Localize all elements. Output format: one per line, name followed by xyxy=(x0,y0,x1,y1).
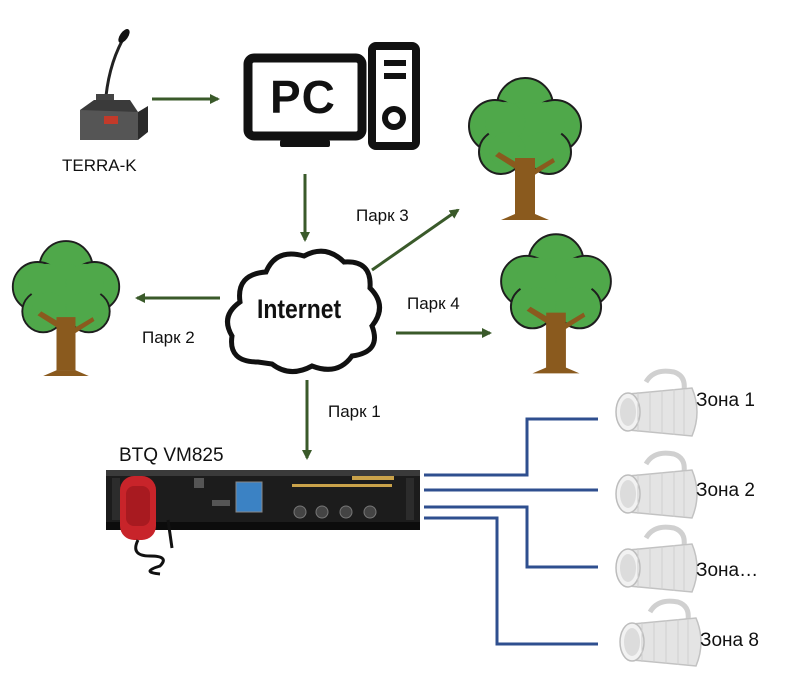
park1-label: Парк 1 xyxy=(328,402,381,421)
internet-label: Internet xyxy=(257,294,342,324)
zone1-label: Зона 1 xyxy=(696,390,755,411)
zone2-label: Зона 2 xyxy=(696,480,755,501)
arrow-internet-to-park3 xyxy=(371,208,460,272)
park2-label: Парк 2 xyxy=(142,328,195,347)
zone8-speaker-icon xyxy=(620,601,701,666)
park4-tree-icon xyxy=(500,233,612,375)
arrows xyxy=(135,94,492,460)
park3-label: Парк 3 xyxy=(356,206,409,225)
wire-zone8 xyxy=(424,516,598,646)
park2-tree-icon xyxy=(11,240,121,377)
zone3-speaker-icon xyxy=(616,527,697,592)
zone3-label: Зона… xyxy=(696,560,759,581)
internet-cloud-icon xyxy=(225,248,382,374)
zone1-speaker-icon xyxy=(616,371,697,436)
device-label: BTQ VM825 xyxy=(119,445,224,466)
park3-tree-icon xyxy=(468,77,582,221)
wire-zone3 xyxy=(424,505,598,569)
btq-vm825-device-icon xyxy=(106,470,420,576)
pc-icon xyxy=(243,42,420,150)
park4-label: Парк 4 xyxy=(407,294,460,313)
wire-zone1 xyxy=(424,417,598,477)
terra-k-console-icon xyxy=(80,29,148,140)
pc-label: PC xyxy=(270,71,336,123)
terra-k-label: TERRA-K xyxy=(62,156,137,175)
zone8-label: Зона 8 xyxy=(700,630,759,651)
zone2-speaker-icon xyxy=(616,453,697,518)
zone-wires xyxy=(424,417,598,646)
